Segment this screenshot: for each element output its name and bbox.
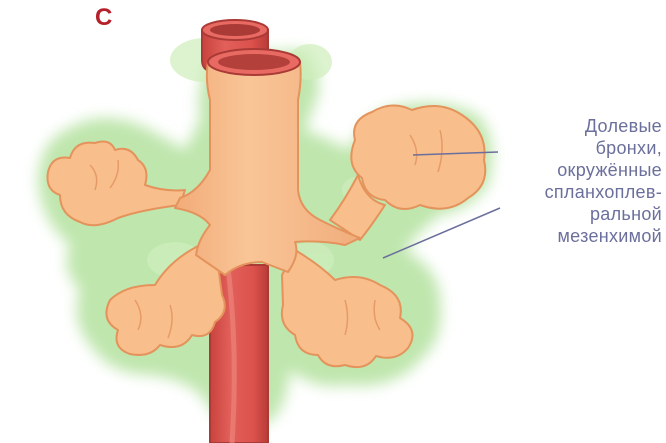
panel-letter: C bbox=[95, 6, 112, 30]
label-line: мезенхимой bbox=[484, 225, 662, 247]
label-line: бронхи, bbox=[484, 137, 662, 159]
lobar-bronchi-label: Долевые бронхи, окружённые спланхоплев- … bbox=[484, 115, 662, 247]
label-line: окружённые bbox=[484, 159, 662, 181]
label-line: ральной bbox=[484, 203, 662, 225]
label-line: Долевые bbox=[484, 115, 662, 137]
label-line: спланхоплев- bbox=[484, 181, 662, 203]
